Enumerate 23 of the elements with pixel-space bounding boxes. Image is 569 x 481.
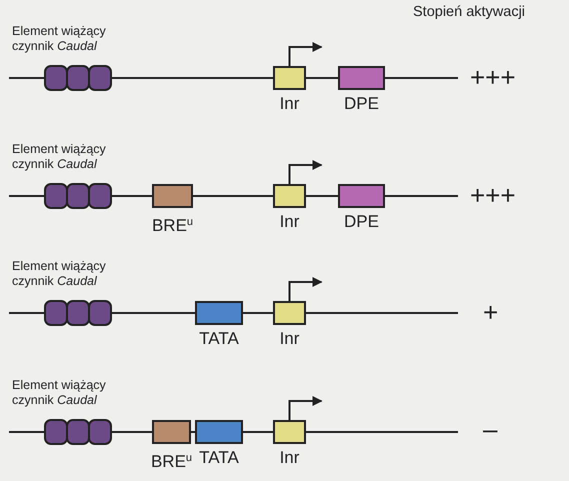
element-name: DPE: [344, 212, 379, 232]
element-label: Element wiążący czynnik Caudal: [12, 24, 107, 54]
element-name: DPE: [344, 94, 379, 114]
element-name: Inr: [280, 448, 300, 468]
activation-level: +: [483, 297, 498, 328]
transcription-start-arrow: [288, 277, 322, 301]
column-heading: Stopień aktywacji: [413, 4, 526, 20]
element-name: BRE$^{u}$: [150, 451, 192, 472]
element-name: Inr: [280, 329, 300, 349]
activation-level: +++: [470, 180, 516, 211]
transcription-start-arrow: [288, 42, 322, 66]
element-label: Element wiążący czynnik Caudal: [12, 378, 107, 408]
element-name: TATA: [199, 329, 239, 349]
element-label: Element wiążący czynnik Caudal: [12, 259, 107, 289]
activation-level: –: [483, 414, 498, 445]
transcription-start-arrow: [288, 160, 322, 184]
activation-level: +++: [470, 62, 516, 93]
transcription-start-arrow: [288, 396, 322, 420]
element-name: Inr: [280, 212, 300, 232]
element-name: BRE$^{u}$: [152, 215, 194, 236]
element-name: Inr: [280, 94, 300, 114]
element-name: TATA: [199, 448, 239, 468]
element-label: Element wiążący czynnik Caudal: [12, 142, 107, 172]
